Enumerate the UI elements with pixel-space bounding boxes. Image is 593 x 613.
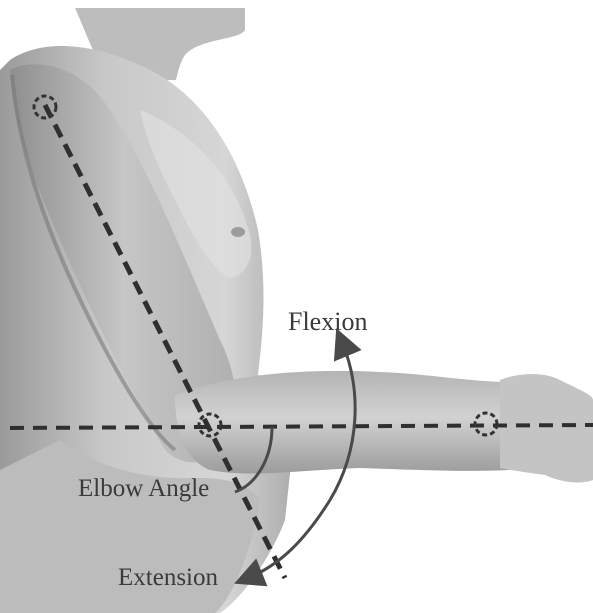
extension-label: Extension <box>118 564 218 591</box>
elbow-angle-label: Elbow Angle <box>78 475 209 502</box>
hand <box>500 374 593 482</box>
flexion-label: Flexion <box>288 307 367 336</box>
nipple <box>231 227 245 237</box>
